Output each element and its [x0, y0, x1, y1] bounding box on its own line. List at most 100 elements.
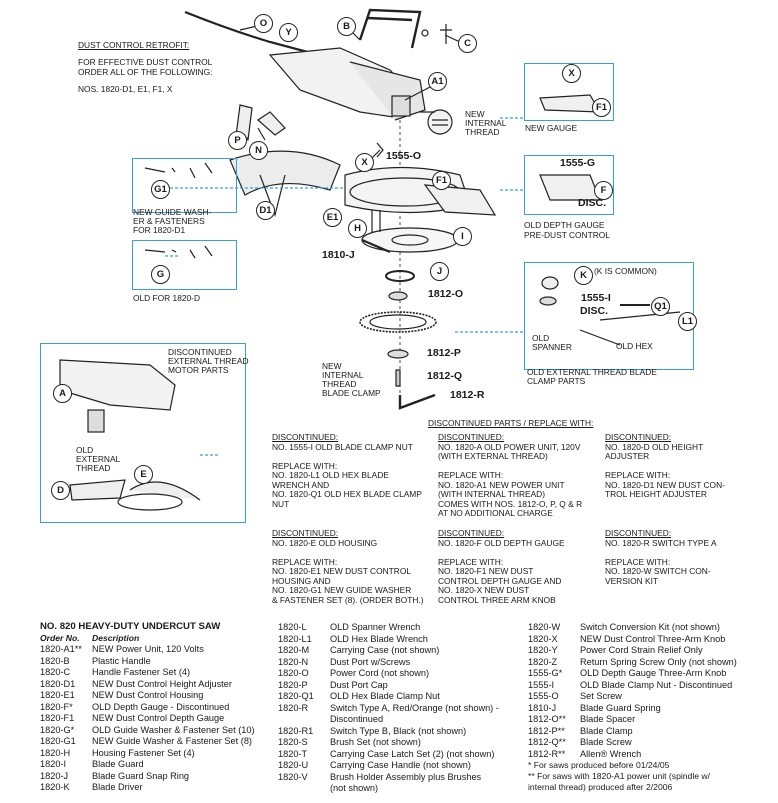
description: Switch Type A, Red/Orange (not shown) - — [330, 702, 499, 713]
callout-j: J — [430, 262, 449, 281]
description: Return Spring Screw Only (not shown) — [580, 656, 737, 667]
order-no: 1820-J — [40, 770, 69, 781]
description: Set Screw — [580, 691, 622, 701]
order-no: 1555-G* — [528, 668, 563, 678]
order-no: 1820-G1 — [40, 736, 76, 746]
disc-col-6: DISCONTINUED:NO. 1820-R SWITCH TYPE A RE… — [605, 528, 717, 586]
order-no: 1812-O** — [528, 714, 566, 724]
description: Switch Conversion Kit (not shown) — [580, 622, 720, 632]
order-no: 1820-P — [278, 679, 308, 690]
order-no: 1820-B — [40, 655, 70, 666]
order-no: 1820-C — [40, 667, 71, 677]
footnote: * For saws produced before 01/24/05 — [528, 760, 670, 770]
col-order-header: Order No. — [40, 633, 80, 643]
description: Dust Port Cap — [330, 679, 388, 690]
order-no: 1820-Q1 — [278, 691, 314, 701]
order-no: 1820-G* — [40, 724, 75, 735]
retrofit-line-2: ORDER ALL OF THE FOLLOWING: — [78, 67, 213, 77]
callout-d: D — [51, 481, 70, 500]
callout-f: F — [594, 181, 613, 200]
description: OLD Blade Clamp Nut - Discontinued — [580, 679, 733, 690]
part-label-1812-q: 1812-Q — [427, 370, 463, 382]
order-no: 1812-R** — [528, 748, 566, 759]
description: NEW Dust Control Three-Arm Knob — [580, 633, 726, 644]
part-label-1555-o: 1555-O — [386, 150, 422, 162]
description: OLD Depth Gauge Three-Arm Knob — [580, 668, 727, 678]
description: Allen® Wrench — [580, 748, 642, 759]
description: OLD Hex Blade Wrench — [330, 633, 428, 644]
description: NEW Dust Control Height Adjuster — [92, 678, 232, 689]
order-no: 1820-O — [278, 668, 309, 678]
order-no: 1820-R — [278, 702, 309, 713]
saw-blade-drawing — [359, 311, 437, 333]
retrofit-line-1: FOR EFFECTIVE DUST CONTROL — [78, 57, 213, 67]
part-label-1810-j: 1810-J — [322, 249, 355, 261]
description: Handle Fastener Set (4) — [92, 667, 191, 677]
parts-list-title: NO. 820 HEAVY-DUTY UNDERCUT SAW — [40, 621, 221, 632]
order-no: 1820-F1 — [40, 713, 75, 723]
discontinued-parts-title: DISCONTINUED PARTS / REPLACE WITH: — [428, 418, 594, 428]
description: Switch Type B, Black (not shown) — [330, 725, 467, 736]
callout-e: E — [134, 465, 153, 484]
retrofit-title: DUST CONTROL RETROFIT: — [78, 40, 190, 50]
order-no: 1820-F* — [40, 701, 73, 712]
callout-o: O — [254, 14, 273, 33]
disc-col-2: DISCONTINUED:NO. 1820-A OLD POWER UNIT, … — [438, 432, 583, 518]
callout-x-gauge: X — [562, 64, 581, 83]
new-guide-washer-box — [132, 158, 237, 213]
footnote: ** For saws with 1820-A1 power unit (spi… — [528, 771, 710, 781]
order-no: 1820-I — [40, 759, 67, 769]
order-no: 1820-Z — [528, 656, 558, 667]
order-no: 1820-S — [278, 737, 308, 747]
description: Brush Holder Assembly plus Brushes — [330, 771, 482, 782]
callout-l1: L1 — [678, 312, 697, 331]
callout-k: K — [574, 266, 593, 285]
old-guide-washer-box — [132, 240, 237, 290]
description: Plastic Handle — [92, 655, 151, 666]
discontinued-motor-box — [40, 343, 246, 523]
description: NEW Dust Control Depth Gauge — [92, 713, 225, 723]
part-label-1812-o: 1812-O — [428, 288, 464, 300]
col-desc-header: Description — [92, 633, 140, 643]
part-label-1555-g: 1555-G — [560, 157, 596, 169]
description: Blade Guard — [92, 759, 144, 769]
order-no: 1820-D1 — [40, 678, 76, 689]
description: Blade Screw — [580, 737, 632, 747]
order-no: 1820-Y — [528, 645, 558, 655]
description: NEW Dust Control Housing — [92, 690, 204, 700]
new-gauge-box — [524, 63, 614, 121]
description: Housing Fastener Set (4) — [92, 747, 195, 758]
description: Brush Set (not shown) — [330, 737, 421, 747]
order-no: 1555-I — [528, 679, 555, 690]
part-label-1555-i: 1555-I — [581, 292, 611, 304]
order-no: 1820-M — [278, 645, 310, 655]
order-no: 1820-U — [278, 760, 309, 770]
order-no: 1820-R1 — [278, 725, 314, 736]
order-no: 1812-P** — [528, 725, 565, 736]
description: Blade Driver — [92, 782, 143, 792]
description: Blade Guard Snap Ring — [92, 770, 190, 781]
description: Dust Port w/Screws — [330, 656, 411, 667]
callout-g: G — [151, 265, 170, 284]
callout-n: N — [249, 141, 268, 160]
order-no: 1820-N — [278, 656, 309, 667]
callout-p: P — [228, 131, 247, 150]
callout-x: X — [355, 153, 374, 172]
callout-c: C — [458, 34, 477, 53]
description: Blade Guard Spring — [580, 702, 661, 713]
part-label-1812-p: 1812-P — [427, 347, 461, 359]
callout-d1: D1 — [256, 201, 275, 220]
order-no: 1820-A1** — [40, 644, 82, 654]
disc-col-4: DISCONTINUED:NO. 1820-E OLD HOUSING REPL… — [272, 528, 424, 605]
